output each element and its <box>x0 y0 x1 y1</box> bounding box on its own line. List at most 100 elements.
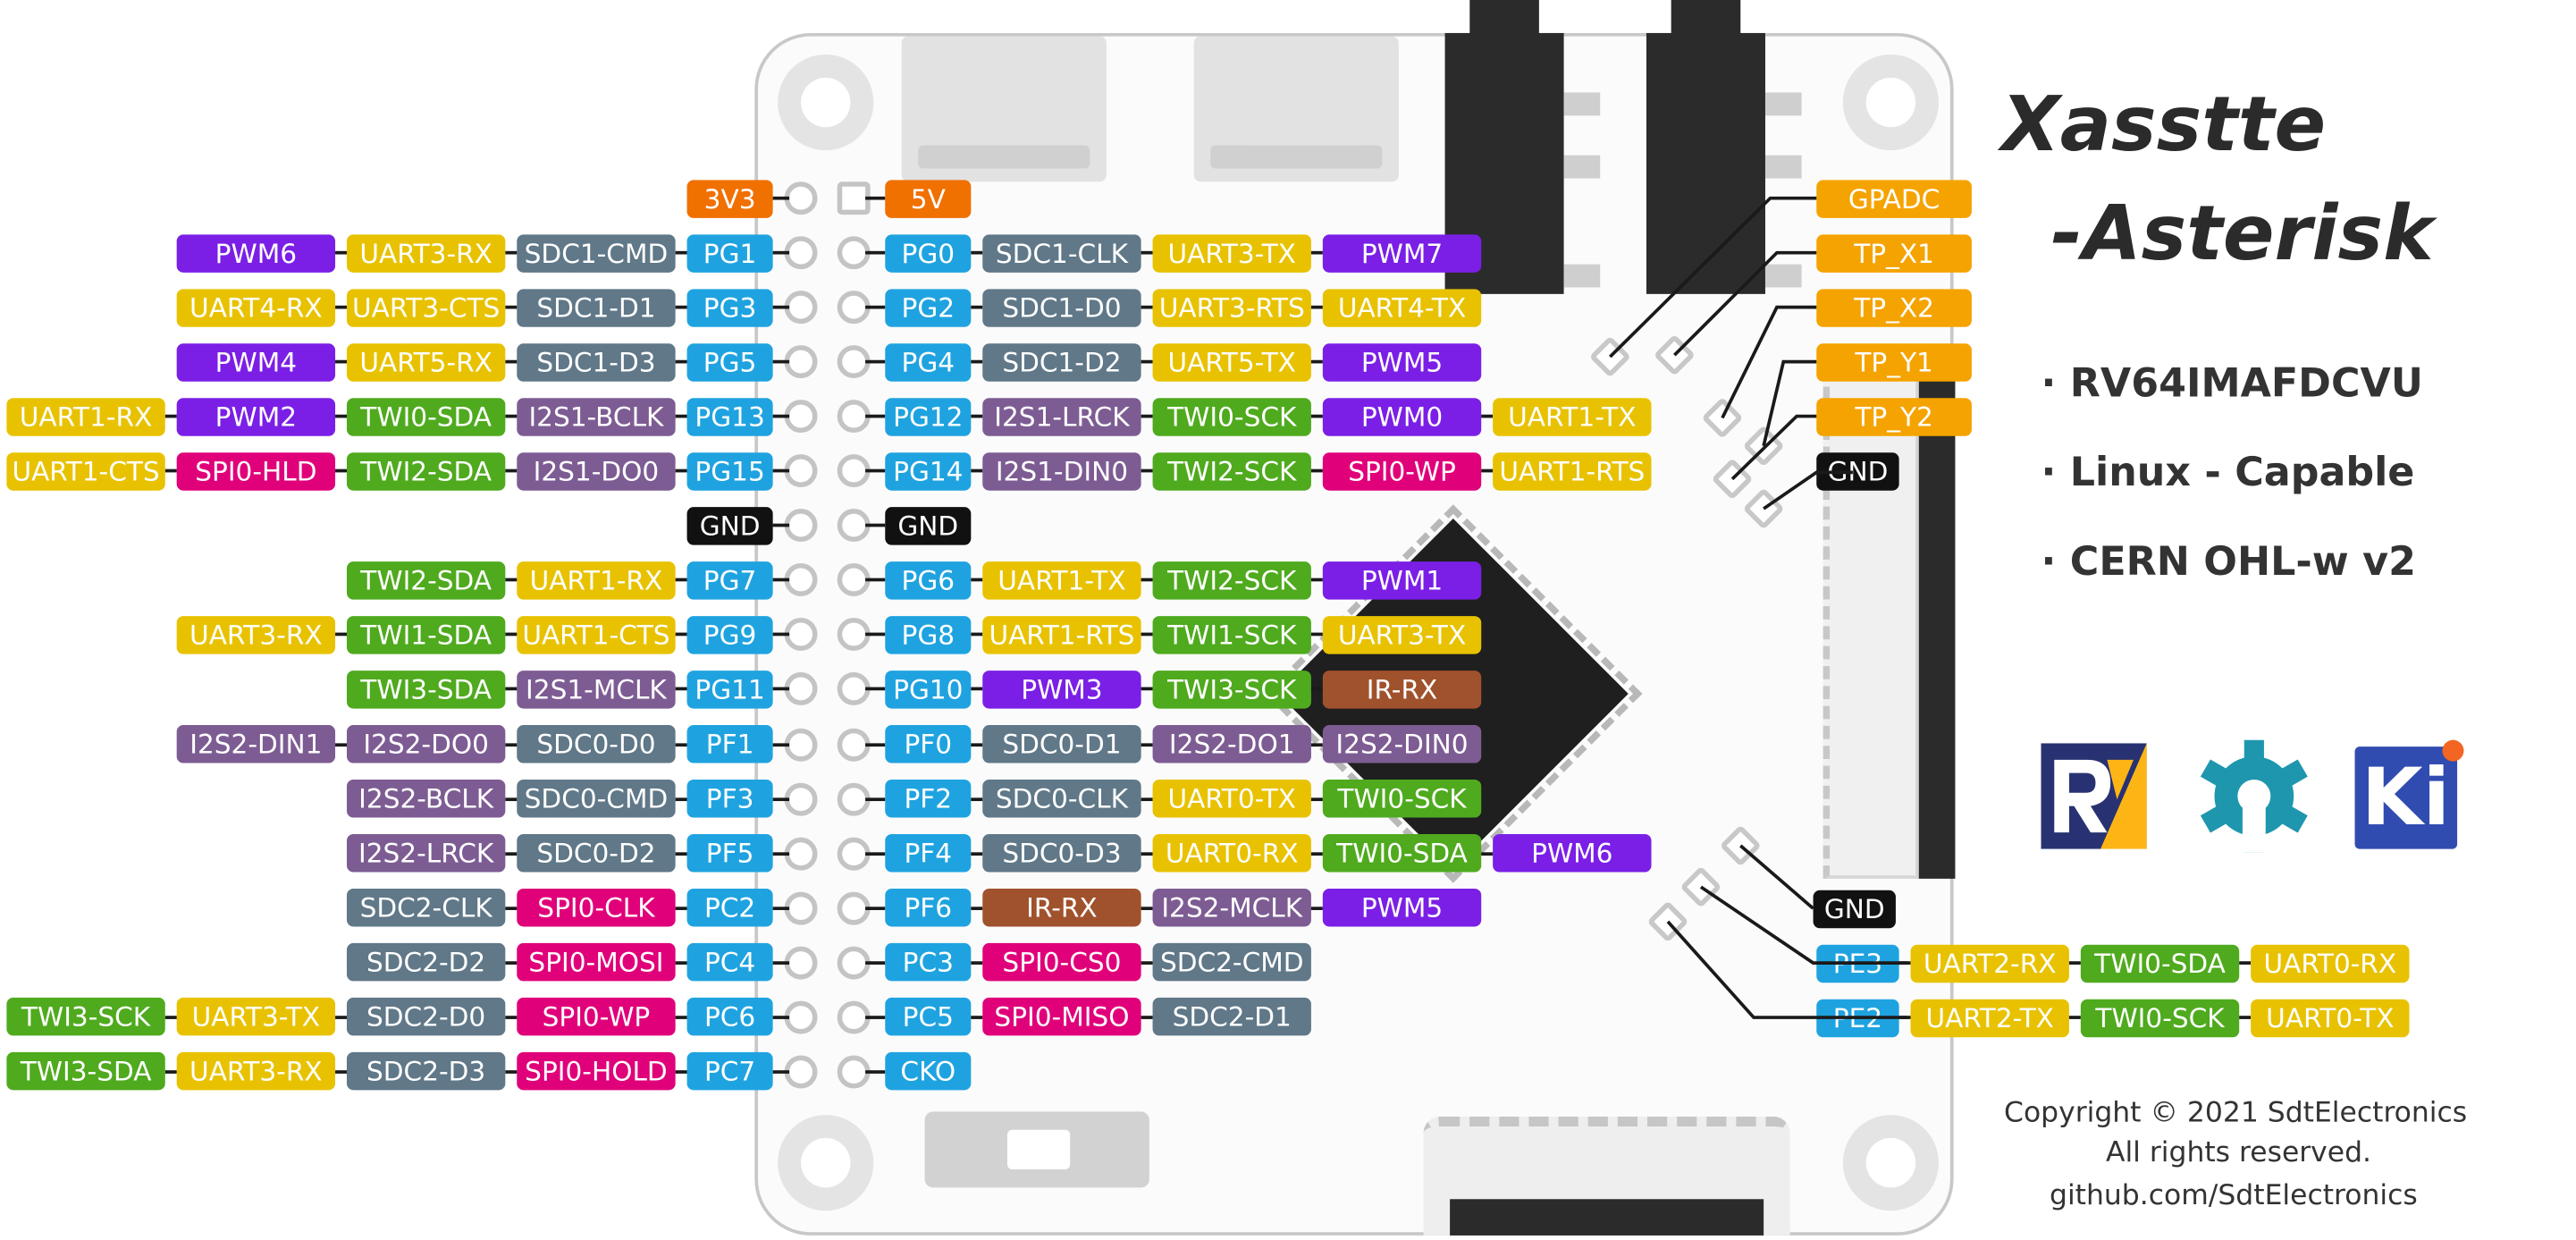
reset-button-cap <box>1006 1129 1071 1170</box>
connector-line <box>675 797 687 801</box>
connector-line <box>505 687 518 692</box>
github-link[interactable]: github.com/SdtElectronics <box>2050 1179 2418 1213</box>
pin-label-gnd: GND <box>686 506 773 545</box>
connector-line <box>865 360 886 364</box>
connector-line <box>505 415 518 418</box>
connector-line <box>1310 851 1323 856</box>
pin-label-sdc1-d3: SDC1-D3 <box>517 342 676 382</box>
pin-label-ir-rx: IR-RX <box>1322 670 1482 709</box>
pin-label-uart1-cts: UART1-CTS <box>517 615 676 654</box>
pin-label-tp-y1: TP_Y1 <box>1816 342 1972 382</box>
pin-label-pg2: PG2 <box>885 288 972 327</box>
pin-label-pg13: PG13 <box>686 397 773 436</box>
connector-line <box>505 578 518 582</box>
connector-line <box>1481 469 1494 473</box>
pin-label-i2s2-do1: I2S2-DO1 <box>1152 725 1311 763</box>
pin-label-pwm5: PWM5 <box>1322 342 1482 382</box>
connector-line <box>505 742 518 747</box>
pin-label-pf5: PF5 <box>686 834 773 873</box>
pin-label-pf4: PF4 <box>885 834 972 873</box>
pin-label-twi0-sda: TWI0-SDA <box>2080 943 2240 983</box>
connector-line <box>1481 415 1494 418</box>
connector-line <box>335 415 347 418</box>
pin-label-uart3-tx: UART3-TX <box>1152 233 1311 273</box>
connector-line <box>505 906 518 910</box>
connector-line <box>2239 961 2252 965</box>
pin-label-gpadc: GPADC <box>1816 179 1972 217</box>
connector-line <box>505 851 518 856</box>
connector-line <box>164 415 177 418</box>
connector-line <box>772 196 790 200</box>
header-pad <box>784 291 818 325</box>
connector-line <box>335 742 347 747</box>
connector-line <box>1141 633 1153 637</box>
pin-label-i2s1-lrck: I2S1-LRCK <box>982 397 1141 436</box>
pin-label-sdc2-clk: SDC2-CLK <box>346 889 506 927</box>
connector-line <box>971 305 983 309</box>
pin-label-pg8: PG8 <box>885 615 972 654</box>
pin-label-uart2-rx: UART2-RX <box>1910 943 2069 983</box>
pin-label-uart3-rts: UART3-RTS <box>1152 288 1311 327</box>
connector-line <box>675 250 687 255</box>
pin-label-pc5: PC5 <box>885 998 972 1036</box>
pin-label-pg10: PG10 <box>885 670 972 709</box>
connector-line <box>675 360 687 364</box>
connector-line <box>335 1015 347 1019</box>
audio-jack-2 <box>1646 32 1765 294</box>
connector-line <box>505 1069 518 1074</box>
pin-label-pc3: PC3 <box>885 943 972 982</box>
pin-label-spi0-hld: SPI0-HLD <box>176 451 336 491</box>
pin-label-tp-y2: TP_Y2 <box>1816 397 1972 436</box>
pin-label-tp-x2: TP_X2 <box>1816 288 1972 327</box>
connector-line <box>865 742 886 747</box>
pin-label-uart1-rts: UART1-RTS <box>1493 451 1652 491</box>
riscv-logo <box>2041 743 2147 849</box>
connector-line <box>772 851 790 856</box>
pin-label-sdc1-d0: SDC1-D0 <box>982 288 1141 327</box>
jack-tab <box>1563 92 1601 116</box>
pin-label-twi2-sck: TWI2-SCK <box>1152 561 1311 600</box>
pin-label-pg3: PG3 <box>686 288 773 327</box>
pin-label-uart0-tx: UART0-TX <box>2251 998 2410 1037</box>
pin-label-twi1-sck: TWI1-SCK <box>1152 615 1311 654</box>
connector-line <box>865 1069 886 1074</box>
pin-label-twi3-sck: TWI3-SCK <box>1152 670 1311 709</box>
pin-label-uart5-rx: UART5-RX <box>346 342 506 382</box>
connector-line <box>865 415 886 418</box>
connector-line <box>164 469 177 473</box>
connector-line <box>772 415 790 418</box>
connector-line <box>1141 797 1153 801</box>
usb-connector-2 <box>1193 36 1399 182</box>
jack-tab <box>1764 155 1802 179</box>
pin-label-twi2-sda: TWI2-SDA <box>346 561 506 600</box>
pin-label-i2s1-mclk: I2S1-MCLK <box>517 670 676 709</box>
connector-line <box>505 360 518 364</box>
connector-line <box>335 633 347 637</box>
pin-label-uart1-rx: UART1-RX <box>517 561 676 600</box>
pin-label-i2s1-do0: I2S1-DO0 <box>517 451 676 491</box>
connector-line <box>1141 906 1153 910</box>
pin-label-ir-rx: IR-RX <box>982 889 1141 927</box>
connector-line <box>505 960 518 965</box>
connector-line <box>1141 469 1153 473</box>
pin-label-pf6: PF6 <box>885 889 972 927</box>
connector-line <box>1898 1016 1911 1019</box>
connector-line <box>1141 960 1153 965</box>
header-pad <box>837 563 871 597</box>
pin-label-pe2: PE2 <box>1816 998 1899 1037</box>
connector-line <box>505 797 518 801</box>
connector-line <box>1310 415 1323 418</box>
pin-label-sdc2-d0: SDC2-D0 <box>346 998 506 1036</box>
pin-label-twi0-sda: TWI0-SDA <box>1322 834 1482 873</box>
pin-label-pf0: PF0 <box>885 725 972 763</box>
pin-label-pg5: PG5 <box>686 342 773 382</box>
connector-line <box>971 906 983 910</box>
pin-label-pwm6: PWM6 <box>176 233 336 273</box>
pin-label-pwm6: PWM6 <box>1493 834 1652 873</box>
header-pad <box>784 781 818 815</box>
pin-label-i2s2-bclk: I2S2-BCLK <box>346 780 506 818</box>
pin-label-twi2-sck: TWI2-SCK <box>1152 451 1311 491</box>
pin-label-i2s2-din0: I2S2-DIN0 <box>1322 725 1482 763</box>
pin-label-pc2: PC2 <box>686 889 773 927</box>
pin-label-pwm1: PWM1 <box>1322 561 1482 600</box>
